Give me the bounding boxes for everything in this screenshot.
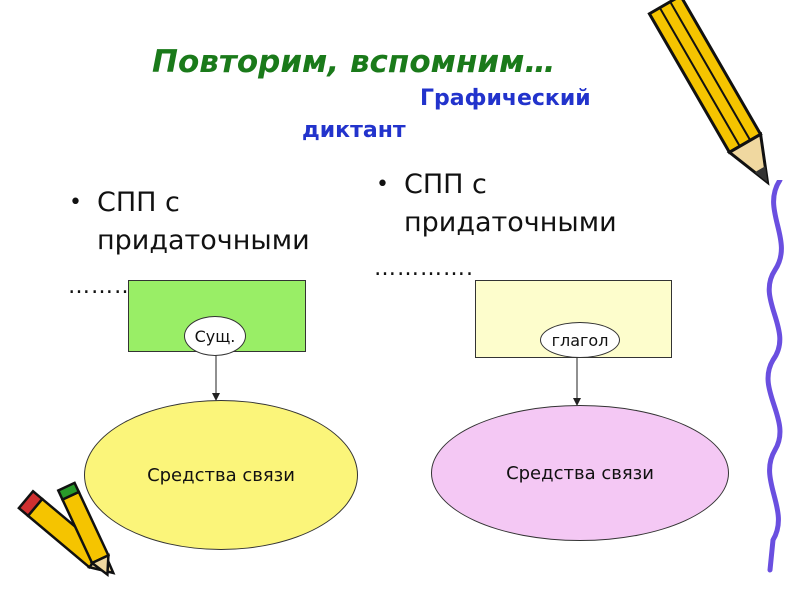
noun-ellipse: Сущ.: [184, 316, 246, 356]
slide-subtitle-line2: диктант: [302, 118, 406, 143]
slide-subtitle-line1: Графический: [420, 86, 591, 111]
bullet-right-line1: СПП с: [404, 169, 487, 200]
bullet-dot-icon: •: [376, 172, 389, 197]
bullet-left: • СПП с придаточными: [69, 184, 310, 260]
dots-left: ………: [68, 274, 137, 299]
bullet-right-line2: придаточными: [404, 207, 617, 238]
conjunction-ellipse-right: Средства связи: [431, 405, 729, 541]
pencils-icon: [17, 481, 116, 578]
bullet-dot-icon: •: [69, 190, 82, 215]
wave-line-icon: [765, 180, 784, 573]
bullet-right: • СПП с придаточными: [376, 166, 617, 242]
pencil-icon: [56, 481, 111, 578]
bullet-left-line2: придаточными: [97, 225, 310, 256]
conjunction-ellipse-left: Средства связи: [84, 400, 358, 550]
verb-ellipse: глагол: [540, 322, 620, 358]
bullet-left-line1: СПП с: [97, 187, 180, 218]
pencil-icon: [647, 0, 770, 186]
slide-title: Повторим, вспомним…: [152, 44, 556, 80]
dots-right: ………….: [374, 256, 474, 281]
